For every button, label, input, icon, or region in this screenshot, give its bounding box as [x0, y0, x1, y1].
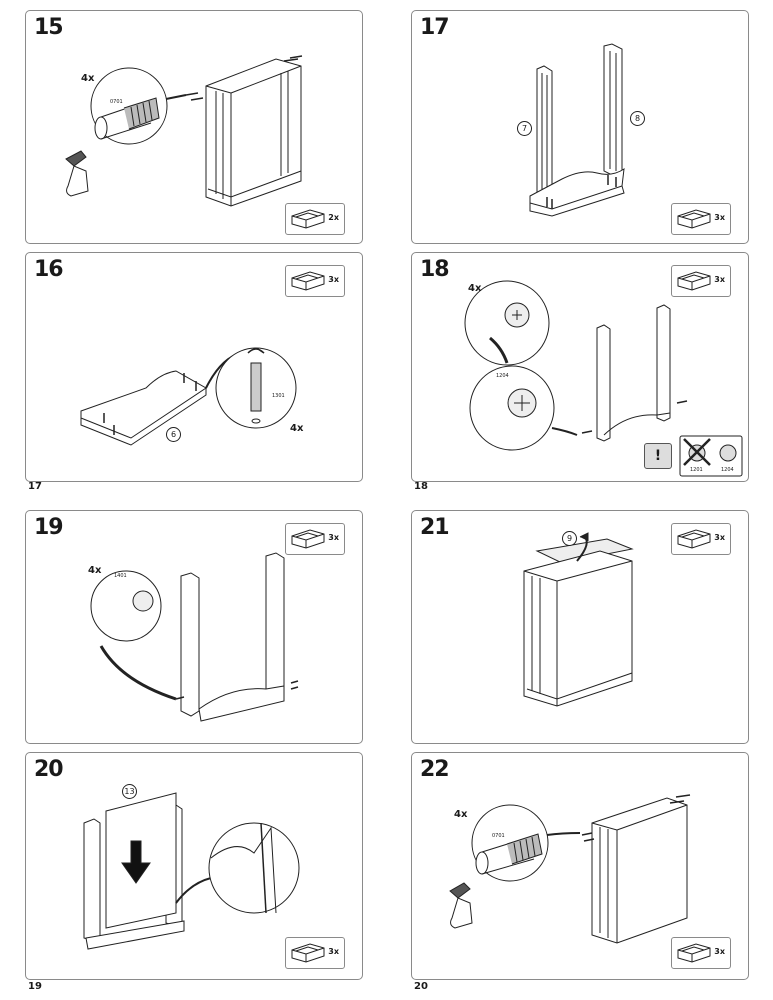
drawer-icon	[677, 943, 711, 963]
drawer-count-box: 3x	[285, 937, 345, 969]
step-number: 20	[34, 757, 64, 782]
part-callout: 9	[562, 531, 577, 546]
drawer-quantity: 3x	[328, 947, 339, 956]
step-16-illustration	[80, 347, 297, 446]
quantity-label: 4x	[81, 73, 95, 84]
drawer-count-box: 3x	[671, 265, 731, 297]
drawer-count-box: 3x	[285, 265, 345, 297]
drawer-icon	[677, 271, 711, 291]
step-number: 18	[420, 257, 450, 282]
part-callout: 13	[122, 784, 137, 799]
step-17-panel: 17 7 8 3x	[411, 10, 749, 244]
part-callout: 8	[630, 111, 645, 126]
part-code-right: 1204	[721, 467, 734, 473]
step-22-illustration	[449, 794, 691, 944]
part-callout: 7	[517, 121, 532, 136]
page-number: 20	[414, 981, 428, 992]
drawer-count-box: 3x	[671, 523, 731, 555]
drawer-count-box: 3x	[671, 937, 731, 969]
quantity-label: 4x	[454, 809, 468, 820]
step-18-illustration	[464, 280, 743, 477]
drawer-quantity: 3x	[714, 947, 725, 956]
page-number: 17	[28, 481, 42, 492]
part-code: 0701	[492, 833, 505, 839]
step-number: 16	[34, 257, 64, 282]
step-15-illustration	[65, 55, 303, 207]
drawer-quantity: 3x	[328, 533, 339, 542]
page-number: 18	[414, 481, 428, 492]
step-16-panel: 16 6 1301 4x 3x	[25, 252, 363, 482]
step-20-illustration	[83, 792, 300, 950]
step-15-panel: 15 4x 0701 2x	[25, 10, 363, 244]
step-22-panel: 22 4x 0701 3x	[411, 752, 749, 980]
wrong-right-parts	[679, 435, 743, 477]
drawer-count-box: 3x	[285, 523, 345, 555]
drawer-quantity: 3x	[714, 275, 725, 284]
step-number: 15	[34, 15, 64, 40]
quantity-label: 4x	[468, 283, 482, 294]
part-code: 1401	[114, 573, 127, 579]
drawer-quantity: 3x	[714, 213, 725, 222]
step-number: 22	[420, 757, 450, 782]
drawer-count-box: 3x	[671, 203, 731, 235]
step-20-panel: 20 13 3x	[25, 752, 363, 980]
drawer-quantity: 3x	[714, 533, 725, 542]
part-code: 1301	[272, 393, 285, 399]
drawer-icon	[677, 529, 711, 549]
drawer-icon	[291, 271, 325, 291]
drawer-count-box: 2x	[285, 203, 345, 235]
step-21-illustration	[523, 532, 634, 707]
part-callout: 6	[166, 427, 181, 442]
drawer-quantity: 3x	[328, 275, 339, 284]
drawer-icon	[677, 209, 711, 229]
step-number: 21	[420, 515, 450, 540]
step-19-illustration	[90, 552, 299, 722]
step-17-illustration	[529, 43, 625, 217]
step-21-panel: 21 9 3x	[411, 510, 749, 744]
step-18-panel: 18 4x 1204 ! 1201 1204 3x	[411, 252, 749, 482]
part-code: 0701	[110, 99, 123, 105]
step-number: 17	[420, 15, 450, 40]
quantity-label: 4x	[88, 565, 102, 576]
drawer-icon	[291, 209, 325, 229]
quantity-label: 4x	[290, 423, 304, 434]
drawer-quantity: 2x	[328, 213, 339, 222]
drawer-icon	[291, 529, 325, 549]
part-code: 1204	[496, 373, 509, 379]
part-code-wrong: 1201	[690, 467, 703, 473]
step-number: 19	[34, 515, 64, 540]
warning-icon: !	[644, 443, 672, 469]
drawer-icon	[291, 943, 325, 963]
step-19-panel: 19 4x 1401 3x	[25, 510, 363, 744]
page-number: 19	[28, 981, 42, 992]
